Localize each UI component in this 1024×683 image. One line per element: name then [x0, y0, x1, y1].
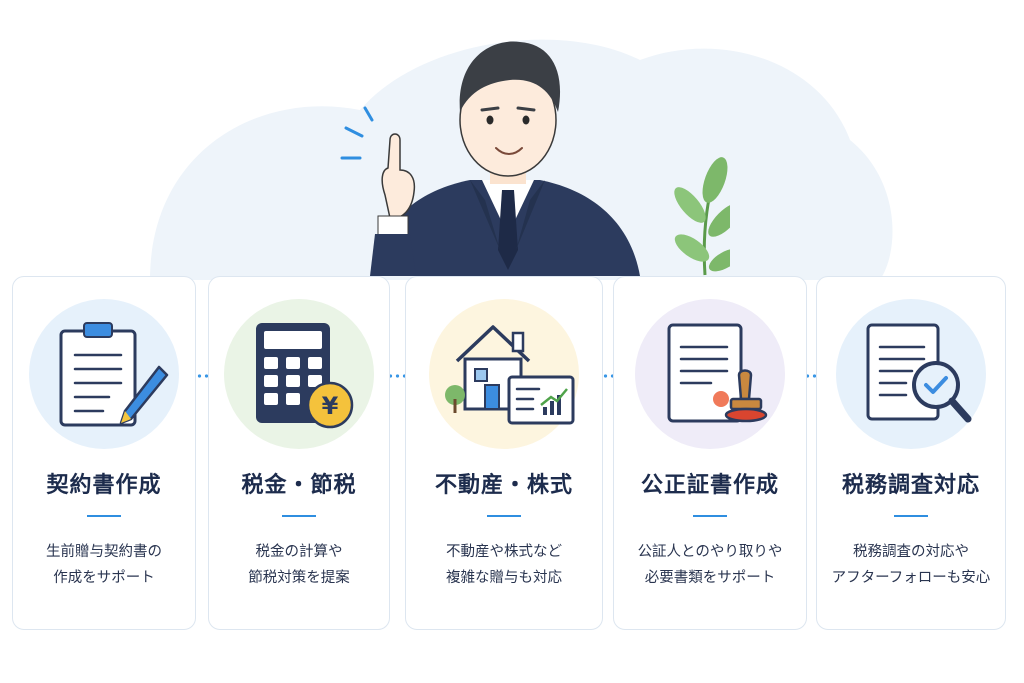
card-title: 税務調査対応 — [841, 473, 980, 498]
connector-dots — [588, 374, 628, 378]
connector-dots — [182, 374, 222, 378]
service-card-contract: 契約書作成 生前贈与契約書の 作成をサポート — [12, 276, 196, 630]
card-title: 公正証書作成 — [640, 473, 779, 498]
card-title: 契約書作成 — [46, 473, 162, 498]
desc-line: 不動産や株式など — [446, 544, 562, 560]
document-stamp-icon — [667, 323, 768, 423]
desc-line: 税金の計算や — [255, 544, 343, 560]
businessman-illustration — [340, 41, 730, 276]
card-title: 不動産・株式 — [434, 473, 573, 498]
title-underline — [87, 515, 121, 517]
connector-dots — [380, 374, 420, 378]
desc-line: 節税対策を提案 — [248, 570, 350, 586]
icon-circle: ¥ — [224, 299, 374, 449]
desc-line: 作成をサポート — [53, 570, 155, 586]
desc-line: 公証人とのやり取りや — [637, 544, 783, 560]
desc-line: 税務調査の対応や — [853, 544, 969, 560]
card-description: 税金の計算や 節税対策を提案 — [215, 539, 383, 591]
connector-dots — [790, 374, 830, 378]
title-underline — [894, 515, 928, 517]
desc-line: 複雑な贈与も対応 — [446, 570, 562, 586]
title-underline — [282, 515, 316, 517]
title-underline — [693, 515, 727, 517]
service-card-notary: 公正証書作成 公証人とのやり取りや 必要書類をサポート — [613, 276, 807, 630]
plant-icon — [674, 157, 730, 276]
service-card-tax-audit: 税務調査対応 税務調査の対応や アフターフォローも安心 — [816, 276, 1006, 630]
desc-line: アフターフォローも安心 — [831, 570, 991, 586]
title-underline — [487, 515, 521, 517]
card-description: 生前贈与契約書の 作成をサポート — [19, 539, 189, 591]
svg-text:¥: ¥ — [322, 392, 339, 420]
document-magnifier-icon — [866, 323, 972, 423]
clipboard-pen-icon — [59, 322, 169, 427]
desc-line: 必要書類をサポート — [644, 570, 776, 586]
icon-circle — [429, 299, 579, 449]
card-description: 不動産や株式など 複雑な贈与も対応 — [412, 539, 596, 591]
emphasis-lines-icon — [340, 106, 374, 160]
icon-circle — [29, 299, 179, 449]
service-card-realestate: 不動産・株式 不動産や株式など 複雑な贈与も対応 — [405, 276, 603, 630]
icon-circle — [635, 299, 785, 449]
calculator-yen-icon: ¥ — [256, 323, 354, 429]
service-card-tax: ¥ 税金・節税 税金の計算や 節税対策を提案 — [208, 276, 390, 630]
card-title: 税金・節税 — [241, 473, 357, 498]
house-chart-icon — [445, 325, 575, 425]
desc-line: 生前贈与契約書の — [46, 544, 162, 560]
icon-circle — [836, 299, 986, 449]
card-description: 公証人とのやり取りや 必要書類をサポート — [620, 539, 800, 591]
card-description: 税務調査の対応や アフターフォローも安心 — [823, 539, 999, 591]
